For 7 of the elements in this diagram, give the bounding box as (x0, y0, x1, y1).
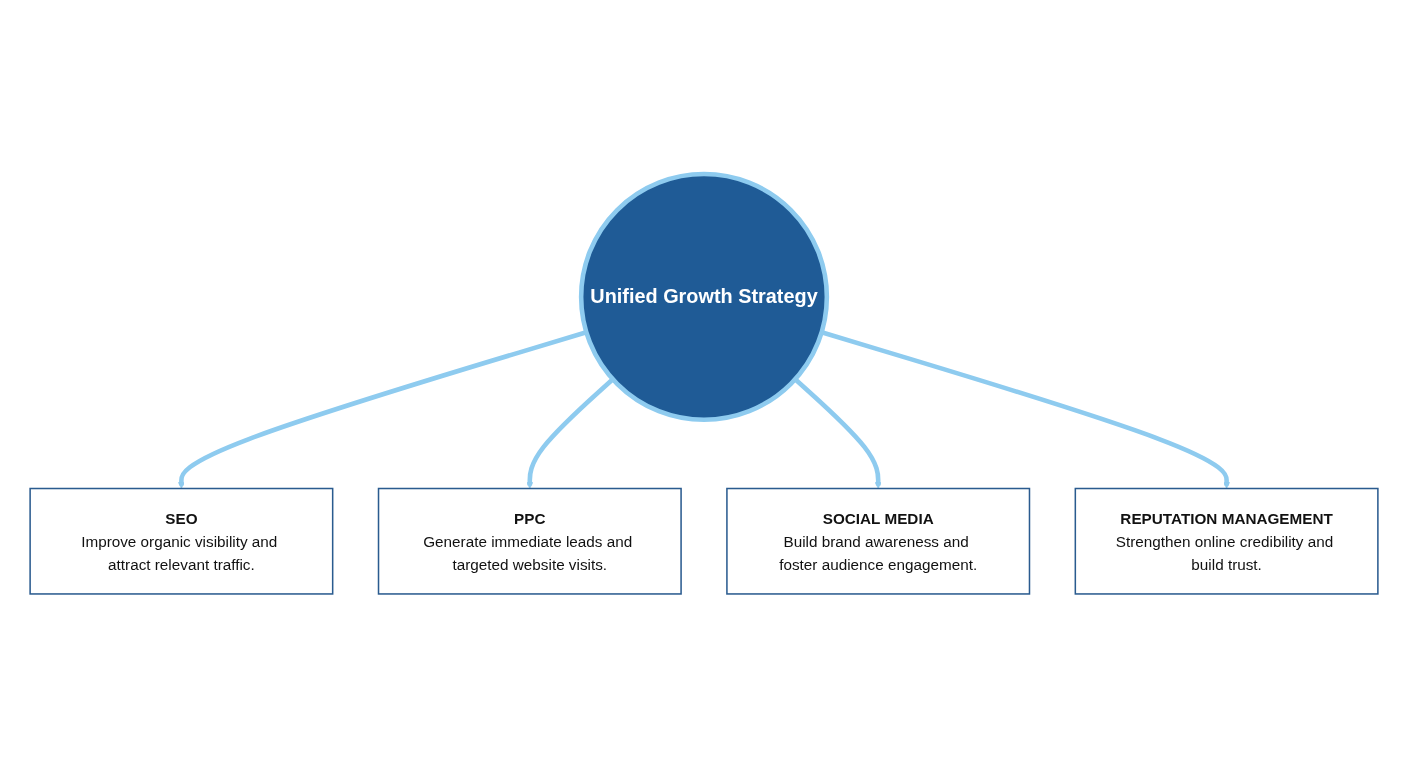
node-circle: Unified Growth Strategy (578, 171, 830, 423)
node-box: REPUTATION MANAGEMENT Strengthen online credibility and build trust. (1074, 487, 1379, 595)
arrow (793, 377, 882, 489)
node-box: SOCIAL MEDIA Build brand awareness and foster audience engagement. (726, 487, 1031, 595)
node-box: SEO Improve organic visibility and attract relevant traffic. (29, 487, 334, 595)
node-box: PPC Generate immediate leads and targeted website visits. (377, 487, 682, 595)
arrow (526, 377, 615, 489)
